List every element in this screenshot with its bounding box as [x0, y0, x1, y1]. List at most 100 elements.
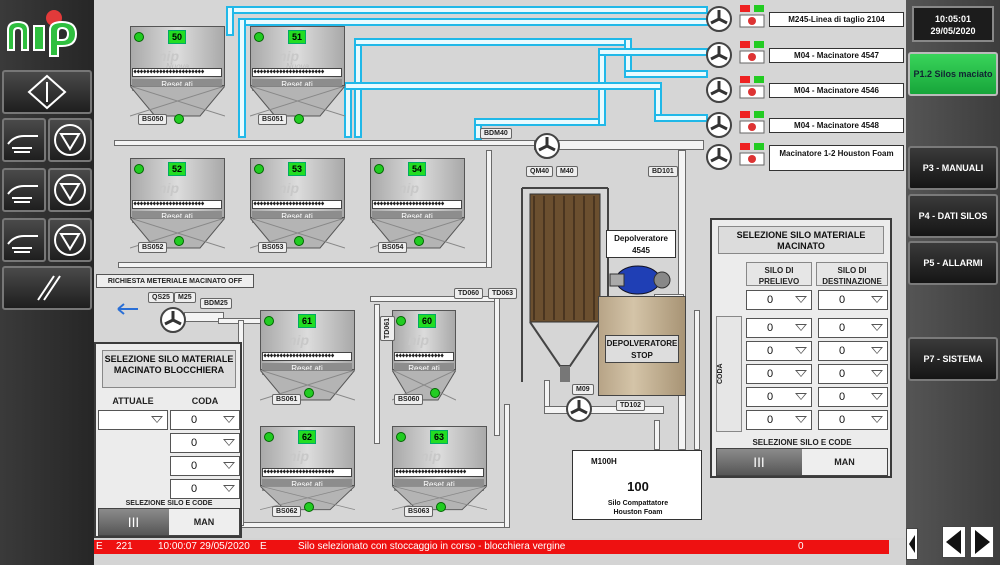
- silo-hopper: [130, 86, 225, 117]
- right-nav-panel: 10:05:01 29/05/2020 P1.2 Silos maciato P…: [906, 0, 1000, 565]
- fan-motor-2-icon[interactable]: [706, 42, 732, 68]
- silo-number: 62: [298, 430, 316, 444]
- nav-sistema-button[interactable]: P7 - SISTEMA: [908, 337, 998, 381]
- mode-switch[interactable]: ||| MAN: [98, 508, 240, 536]
- switch-man-label[interactable]: MAN: [169, 509, 239, 535]
- silo-logo: nip: [288, 332, 309, 348]
- chevron-down-icon: [871, 347, 883, 354]
- silo-53[interactable]: 53 nip ♦♦♦♦♦♦♦♦♦♦♦♦♦♦♦♦♦♦♦♦♦♦ Reset ati …: [250, 158, 345, 256]
- stop-triangle-button-3[interactable]: [48, 218, 92, 262]
- blue-arrow-left-icon[interactable]: [116, 302, 140, 316]
- stop-triangle-button-1[interactable]: [48, 118, 92, 162]
- stop-triangle-button-2[interactable]: [48, 168, 92, 212]
- depolverator-unit[interactable]: DEPOLVERATORE STOP: [598, 296, 686, 396]
- coda-dropdown-1[interactable]: 0: [170, 410, 240, 430]
- fan-motor-4-icon[interactable]: [706, 112, 732, 138]
- switch-man-label[interactable]: MAN: [802, 449, 887, 475]
- destinazione-dropdown[interactable]: 0: [818, 290, 888, 310]
- level-bar: ♦♦♦♦♦♦♦♦♦♦♦♦♦♦♦♦♦♦♦♦♦♦: [132, 200, 222, 209]
- silo-52[interactable]: 52 nip ♦♦♦♦♦♦♦♦♦♦♦♦♦♦♦♦♦♦♦♦♦♦ Reset ati …: [130, 158, 225, 256]
- level-bar: ♦♦♦♦♦♦♦♦♦♦♦♦♦♦♦♦♦♦♦♦♦♦: [252, 68, 342, 77]
- coda-dropdown-1b[interactable]: 0: [818, 318, 888, 338]
- fan-m09-icon[interactable]: [566, 396, 592, 422]
- nav-allarmi-button[interactable]: P5 - ALLARMI: [908, 241, 998, 285]
- silo-51[interactable]: 51 nip Nuova ♦♦♦♦♦♦♦♦♦♦♦♦♦♦♦♦♦♦♦♦♦♦ Rese…: [250, 26, 345, 125]
- silo-logo: nip: [158, 48, 179, 64]
- reset-slash-button[interactable]: [2, 266, 92, 310]
- mode-switch[interactable]: ||| MAN: [716, 448, 888, 476]
- tag-bdm40: BDM40: [480, 128, 512, 139]
- manual-hand-button-1[interactable]: [2, 118, 46, 162]
- coda-dropdown-3b[interactable]: 0: [818, 364, 888, 384]
- manual-hand-button-2[interactable]: [2, 168, 46, 212]
- coda-dropdown-4a[interactable]: 0: [746, 387, 812, 407]
- hand-icon: [7, 135, 38, 153]
- compact-silo-box[interactable]: M100H 100 Silo Compattatore Houston Foam: [572, 450, 702, 520]
- silo-logo: nip: [288, 448, 309, 464]
- nip-logo: [7, 10, 78, 57]
- silo-hopper: [260, 486, 355, 511]
- nav-manuali-button[interactable]: P3 - MANUALI: [908, 146, 998, 190]
- coda-dropdown-4b[interactable]: 0: [818, 387, 888, 407]
- coda-value: 0: [191, 460, 198, 472]
- pipe-m09-h: [544, 406, 664, 414]
- alarm-flag: E: [260, 541, 267, 552]
- silo-54[interactable]: 54 nip ♦♦♦♦♦♦♦♦♦♦♦♦♦♦♦♦♦♦♦♦♦♦ Reset ati …: [370, 158, 465, 256]
- sensor-tag: BS061: [272, 394, 302, 405]
- silo-number: 51: [288, 30, 306, 44]
- fan-motor-3-icon[interactable]: [706, 77, 732, 103]
- coda-dropdown-5b[interactable]: 0: [818, 410, 888, 430]
- silo-logo: nip: [158, 180, 179, 196]
- sensor-tag: BS051: [258, 114, 288, 125]
- hand-icon: [7, 235, 38, 253]
- prelievo-dropdown[interactable]: 0: [746, 290, 812, 310]
- switch-handle[interactable]: |||: [717, 449, 802, 475]
- fan-m25-icon[interactable]: [160, 307, 186, 333]
- silo-60[interactable]: 60 nip ♦♦♦♦♦♦♦♦♦♦♦♦♦♦♦ Reset ati BS060: [392, 310, 456, 408]
- nav-silos-button[interactable]: P1.2 Silos maciato: [908, 52, 998, 96]
- request-material-label[interactable]: RICHIESTA METERIALE MACINATO OFF: [96, 274, 254, 288]
- tag-m25: M25: [174, 292, 196, 303]
- prev-page-button[interactable]: [942, 526, 966, 558]
- sensor-tag: BS052: [138, 242, 168, 253]
- coda-dropdown-1a[interactable]: 0: [746, 318, 812, 338]
- coda-label: CODA: [716, 316, 742, 432]
- coda-dropdown-3[interactable]: 0: [170, 456, 240, 476]
- fan-motor-1-icon[interactable]: [706, 6, 732, 32]
- next-page-button[interactable]: [970, 526, 994, 558]
- coda-dropdown-2[interactable]: 0: [170, 433, 240, 453]
- coda-dropdown-3a[interactable]: 0: [746, 364, 812, 384]
- silo-logo: nip: [420, 448, 441, 464]
- alarm-scroll-button[interactable]: [906, 528, 918, 560]
- pipe-blue-3c: [624, 70, 708, 78]
- silo-logo: nip: [398, 180, 419, 196]
- alarm-code: 221: [116, 541, 133, 552]
- fan-motor-5-icon[interactable]: [706, 144, 732, 170]
- manual-hand-button-3[interactable]: [2, 218, 46, 262]
- hopper-indicator: [174, 236, 184, 246]
- nav-dati-silos-button[interactable]: P4 - DATI SILOS: [908, 194, 998, 238]
- silo-number: 61: [298, 314, 316, 328]
- panel-title: SELEZIONE SILO MATERIALE MACINATO BLOCCH…: [102, 350, 236, 388]
- coda-dropdown-4[interactable]: 0: [170, 479, 240, 499]
- silo-61[interactable]: 61 nip ♦♦♦♦♦♦♦♦♦♦♦♦♦♦♦♦♦♦♦♦♦♦ Reset ati …: [260, 310, 355, 408]
- pipe-blue-3: [354, 38, 632, 46]
- silo-hopper: [392, 486, 487, 511]
- coda-dropdown-5a[interactable]: 0: [746, 410, 812, 430]
- start-diamond-button[interactable]: [2, 70, 92, 114]
- alarm-bar[interactable]: E 221 10:00:07 29/05/2020 E Silo selezio…: [94, 540, 889, 554]
- fan-m40-icon[interactable]: [534, 133, 560, 159]
- switch-handle[interactable]: |||: [99, 509, 169, 535]
- alarm-time: 10:00:07 29/05/2020: [158, 541, 250, 552]
- coda-value: 0: [767, 322, 774, 334]
- silo-hopper: [250, 86, 345, 117]
- depolverator-label: Depolveratore 4545: [606, 230, 676, 258]
- hopper-indicator: [304, 388, 314, 398]
- attuale-dropdown[interactable]: [98, 410, 168, 430]
- silo-62[interactable]: 62 nip ♦♦♦♦♦♦♦♦♦♦♦♦♦♦♦♦♦♦♦♦♦♦ Reset ati …: [260, 426, 355, 524]
- level-bar: ♦♦♦♦♦♦♦♦♦♦♦♦♦♦♦♦♦♦♦♦♦♦: [132, 68, 222, 77]
- coda-dropdown-2a[interactable]: 0: [746, 341, 812, 361]
- silo-50[interactable]: 50 nip Nuova ♦♦♦♦♦♦♦♦♦♦♦♦♦♦♦♦♦♦♦♦♦♦ Rese…: [130, 26, 225, 125]
- coda-dropdown-2b[interactable]: 0: [818, 341, 888, 361]
- silo-63[interactable]: 63 nip ♦♦♦♦♦♦♦♦♦♦♦♦♦♦♦♦♦♦♦♦♦♦ Reset ati …: [392, 426, 487, 524]
